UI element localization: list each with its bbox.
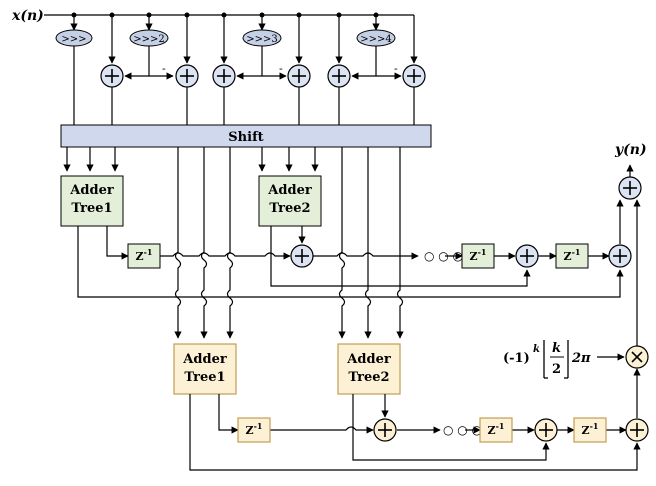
shift-label: Shift	[228, 130, 263, 145]
svg-text:-: -	[279, 62, 283, 75]
minus-signs: - - -	[162, 62, 398, 75]
formula-exponent: k	[533, 344, 540, 355]
shift-op-1: >>>	[55, 15, 93, 47]
formula-tail: 2π	[571, 351, 591, 366]
delay-label: Z-1	[488, 421, 505, 437]
shift-op-label: >>>	[61, 34, 86, 45]
delay-label: Z-1	[564, 247, 581, 263]
adder-circles-mid	[290, 176, 642, 268]
delay-top-3: Z-1	[555, 243, 589, 269]
delay-top-1: Z-1	[127, 243, 161, 269]
formula-numerator: k	[552, 341, 561, 356]
formula: (-1) k k 2 2π	[503, 340, 591, 379]
shift-bar	[60, 124, 432, 148]
delay-bottom-1: Z-1	[237, 417, 271, 443]
shift-op-4: >>>4	[356, 15, 396, 47]
shift-op-label: >>>3	[246, 34, 278, 45]
output-label: y(n)	[614, 142, 647, 158]
svg-text:-: -	[162, 62, 166, 75]
delay-label: Z-1	[136, 247, 153, 263]
bottom-pipeline	[189, 199, 641, 471]
formula-base: (-1)	[503, 351, 530, 366]
top-pipeline	[77, 199, 624, 298]
delay-bottom-2: Z-1	[479, 417, 513, 443]
adder-circles-top	[100, 64, 426, 88]
shift-op-label: >>>2	[133, 34, 165, 45]
delay-label: Z-1	[470, 247, 487, 263]
shift-op-label: >>>4	[360, 34, 392, 45]
multiplier	[625, 345, 649, 369]
adder-circles-bottom	[373, 418, 649, 442]
delay-label: Z-1	[582, 421, 599, 437]
shift-op-3: >>>3	[242, 15, 282, 47]
pass-through-lines	[174, 147, 404, 339]
ellipsis-bottom: ○ ○ ○	[443, 423, 482, 437]
delay-bottom-3: Z-1	[573, 417, 607, 443]
delay-top-2: Z-1	[461, 243, 495, 269]
svg-text:-: -	[394, 62, 398, 75]
top-adders	[108, 15, 418, 80]
delay-label: Z-1	[246, 421, 263, 437]
shift-op-2: >>>2	[129, 15, 169, 47]
input-label: x(n)	[11, 8, 44, 24]
formula-denominator: 2	[552, 362, 561, 377]
ellipsis-top: ○ ○ ○	[424, 249, 463, 263]
shift-to-trees-top	[63, 147, 319, 172]
feeds-to-shift	[73, 46, 415, 125]
